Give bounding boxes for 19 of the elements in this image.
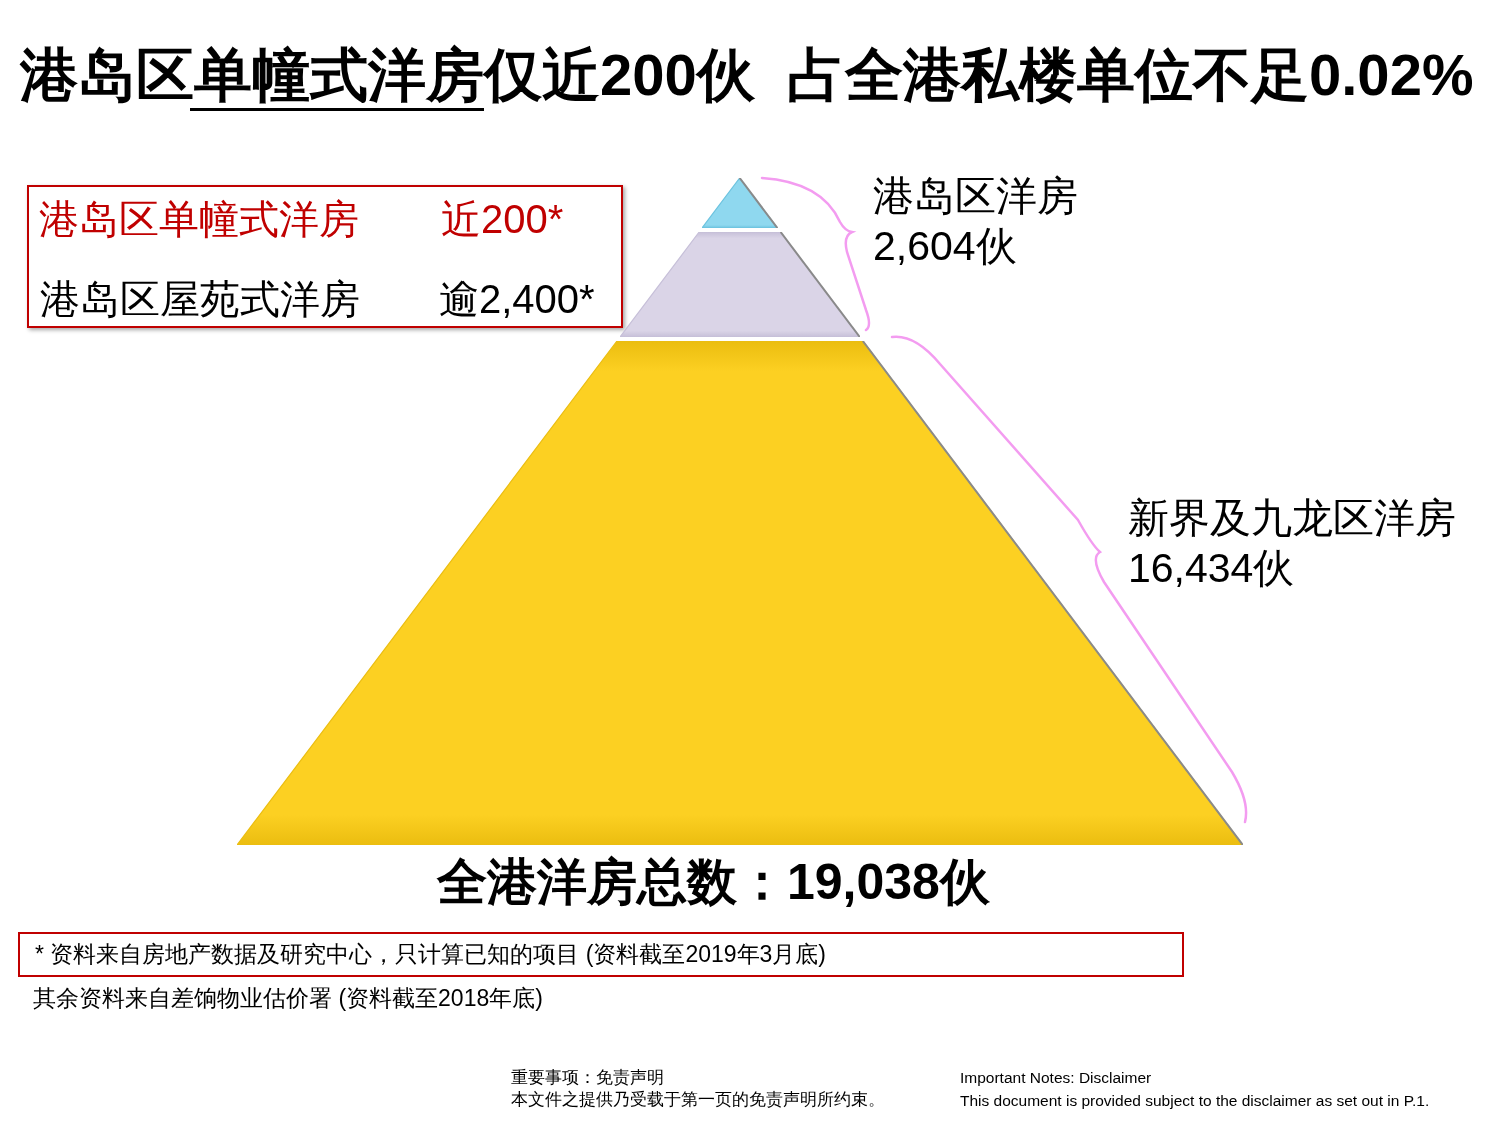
category-label: 港岛区单幢式洋房 bbox=[39, 196, 359, 243]
title: 港岛区单幢式洋房仅近200伙 占全港私楼单位不足0.02% bbox=[20, 45, 1474, 105]
disclaimer-text: 本文件之提供乃受载于第一页的免责声明所约束。 bbox=[511, 1089, 885, 1111]
region-label: 新界及九龙区洋房 bbox=[1128, 494, 1456, 542]
disclaimer-text: This document is provided subject to the disclaimer as set out in P.1. bbox=[960, 1091, 1430, 1111]
category-label: 港岛区屋苑式洋房 bbox=[40, 276, 360, 323]
region-label: 港岛区洋房 bbox=[873, 172, 1078, 220]
count-label: 2,604伙 bbox=[873, 222, 1017, 270]
count-label: 16,434伙 bbox=[1128, 544, 1295, 592]
disclaimer-heading: Important Notes: Disclaimer bbox=[960, 1068, 1152, 1088]
count-label: 近200* bbox=[441, 196, 564, 243]
disclaimer-heading: 重要事项：免责声明 bbox=[511, 1067, 664, 1089]
pyramid-tip bbox=[702, 178, 778, 228]
pyramid-tier bbox=[620, 232, 860, 337]
footnote-box: * 资料来自房地产数据及研究中心，只计算已知的项目 (资料截至2019年3月底) bbox=[18, 932, 1184, 977]
summary-box bbox=[27, 185, 623, 328]
total-label: 全港洋房总数：19,038伙 bbox=[437, 853, 990, 912]
source-note: 其余资料来自差饷物业估价署 (资料截至2018年底) bbox=[33, 984, 543, 1013]
count-label: 逾2,400* bbox=[439, 276, 595, 323]
